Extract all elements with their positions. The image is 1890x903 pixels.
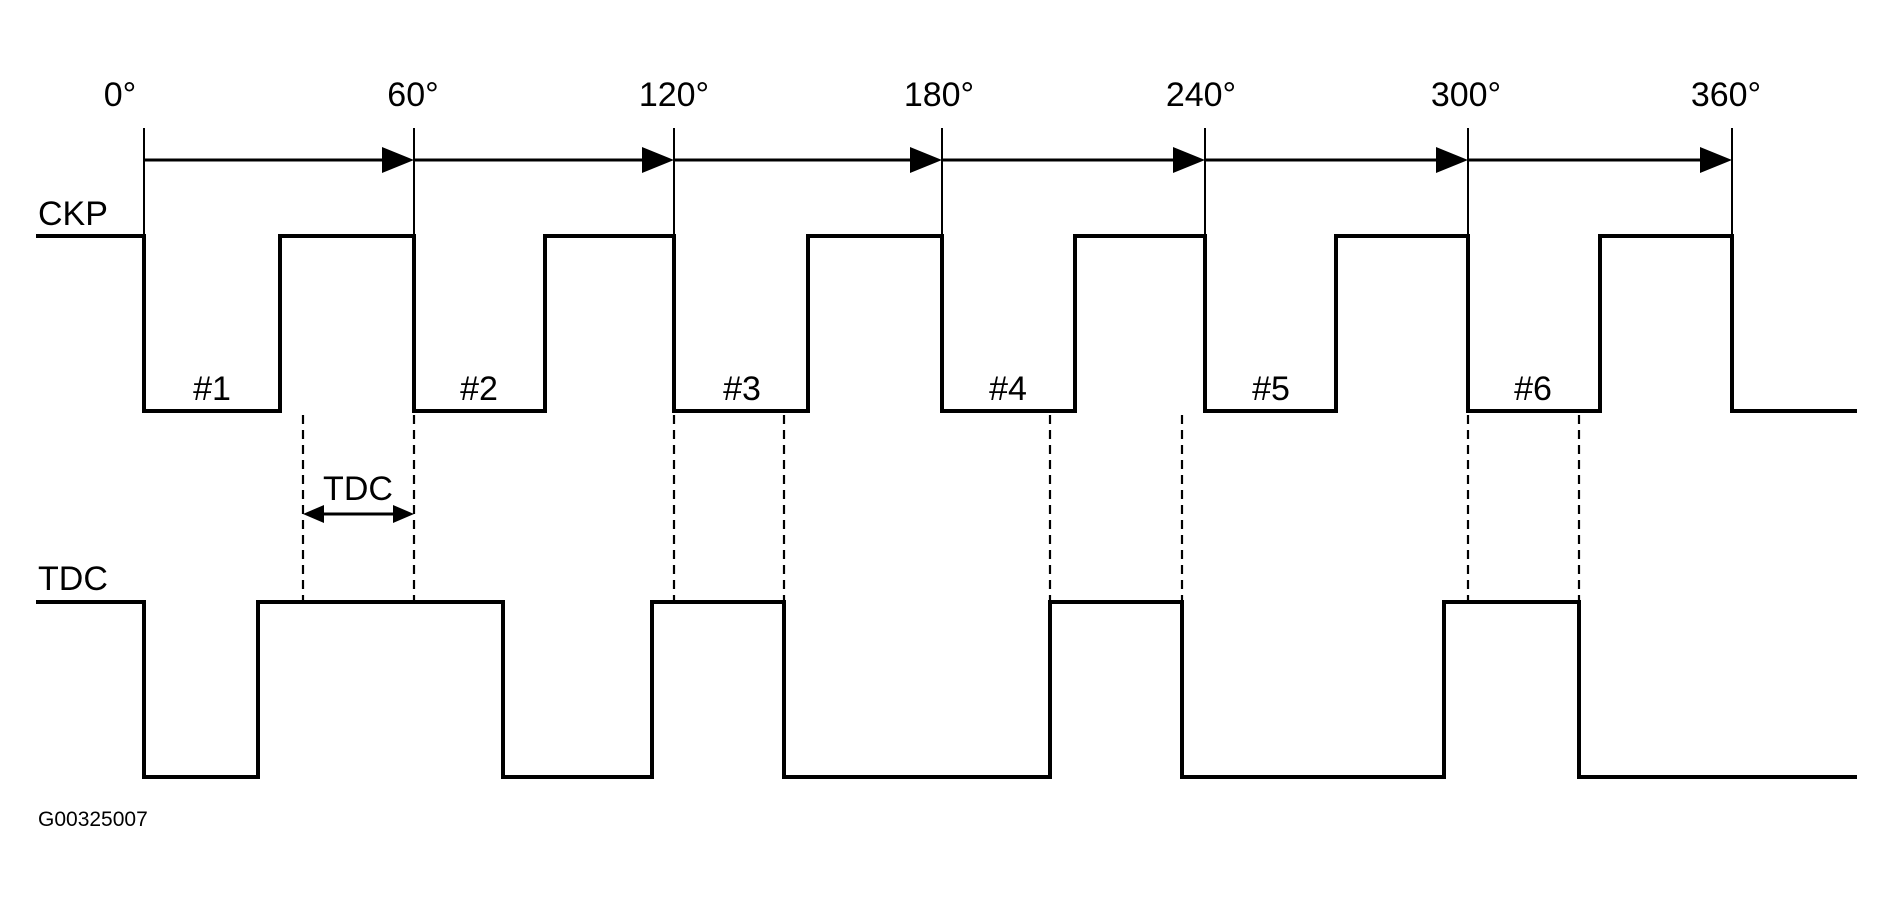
ckp-waveform	[36, 234, 1857, 413]
cylinder-label-4: #4	[989, 370, 1027, 408]
angle-label-60: 60°	[387, 76, 438, 114]
tdc-waveform	[36, 600, 1857, 779]
interval-arrows	[144, 147, 1732, 173]
projection-lines	[301, 415, 1581, 602]
angle-label-240: 240°	[1166, 76, 1236, 114]
cylinder-label-1: #1	[193, 370, 231, 408]
angle-label-360: 360°	[1691, 76, 1761, 114]
cylinder-label-3: #3	[723, 370, 761, 408]
cylinder-label-5: #5	[1252, 370, 1290, 408]
tdc-span-arrow	[303, 505, 414, 523]
ckp-signal-label: CKP	[38, 195, 108, 233]
angle-label-0: 0°	[104, 76, 137, 114]
angle-label-180: 180°	[904, 76, 974, 114]
tdc-span-label: TDC	[323, 470, 393, 508]
cylinder-label-6: #6	[1514, 370, 1552, 408]
tdc-signal-label: TDC	[38, 560, 108, 598]
figure-code: G00325007	[38, 808, 148, 831]
angle-label-120: 120°	[639, 76, 709, 114]
angle-ticks	[143, 128, 1733, 236]
angle-label-300: 300°	[1431, 76, 1501, 114]
cylinder-label-2: #2	[460, 370, 498, 408]
